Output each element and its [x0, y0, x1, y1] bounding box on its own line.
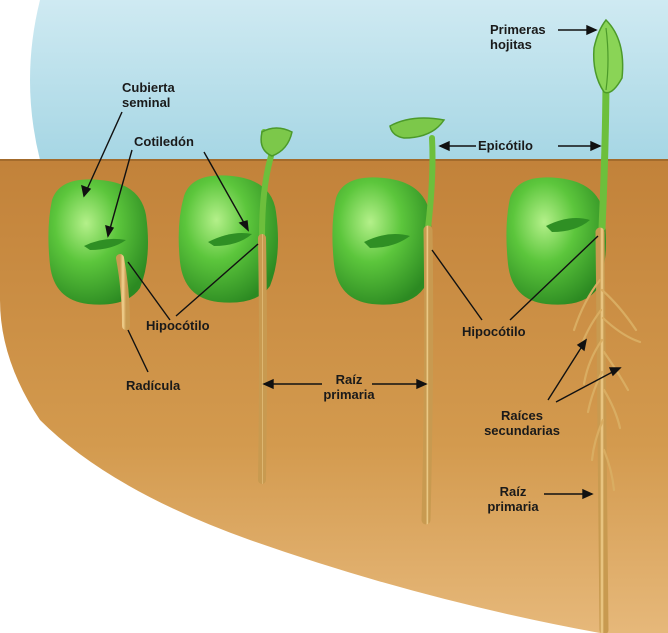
label-raices-secundarias: Raíces secundarias: [474, 408, 570, 438]
label-cotiledon: Cotiledón: [134, 134, 194, 149]
label-hipocotilo-right: Hipocótilo: [462, 324, 526, 339]
label-primeras-hojitas: Primeras hojitas: [490, 22, 546, 52]
label-hipocotilo-left: Hipocótilo: [146, 318, 210, 333]
label-epicotilo: Epicótilo: [478, 138, 533, 153]
label-raiz-primaria-center: Raíz primaria: [306, 372, 392, 402]
seed-4-coat: [506, 177, 606, 304]
root-2: [262, 238, 263, 480]
epicotyl-4: [602, 70, 606, 228]
label-raiz-primaria-right: Raíz primaria: [484, 484, 542, 514]
root-3: [426, 230, 429, 520]
label-cubierta-seminal: Cubierta seminal: [122, 80, 175, 110]
label-radicula: Radícula: [126, 378, 180, 393]
